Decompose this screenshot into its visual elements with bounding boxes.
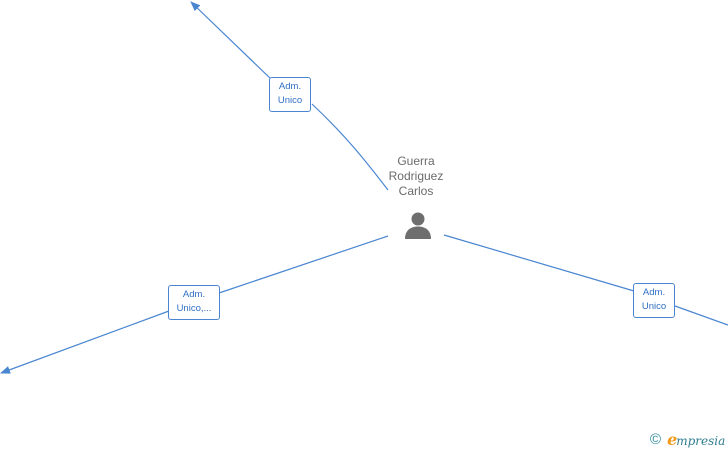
edge-right (443, 234, 635, 292)
role-label-left-line-2: Unico,... (176, 303, 212, 314)
edge-top (311, 103, 389, 191)
role-label-right-line-2: Unico (641, 301, 667, 312)
role-label-top-line-1: Adm. (278, 81, 302, 92)
person-name-line-3: Carlos (398, 184, 434, 198)
edge-left-outer (0, 310, 170, 374)
role-label-right[interactable]: Adm. Unico (633, 283, 675, 318)
empresia-logo[interactable]: e mpresia (667, 430, 725, 449)
footer-brand: © e mpresia (650, 430, 725, 449)
edge-right-outer (674, 305, 728, 326)
brand-initial: e (667, 429, 678, 449)
role-label-top-line-2: Unico (277, 95, 303, 106)
role-label-right-line-1: Adm. (642, 287, 666, 298)
brand-rest: mpresia (676, 433, 726, 448)
role-label-left[interactable]: Adm. Unico,... (168, 285, 220, 320)
role-label-left-line-1: Adm. (182, 289, 206, 300)
edge-top-outer (190, 1, 273, 81)
person-name-line-1: Guerra (397, 154, 435, 168)
edge-left (218, 235, 389, 294)
person-name-line-2: Rodriguez (388, 169, 444, 183)
role-label-top[interactable]: Adm. Unico (269, 77, 311, 112)
person-icon[interactable] (403, 210, 433, 240)
copyright-icon: © (650, 430, 662, 448)
person-name[interactable]: Guerra Rodriguez Carlos (376, 154, 456, 199)
